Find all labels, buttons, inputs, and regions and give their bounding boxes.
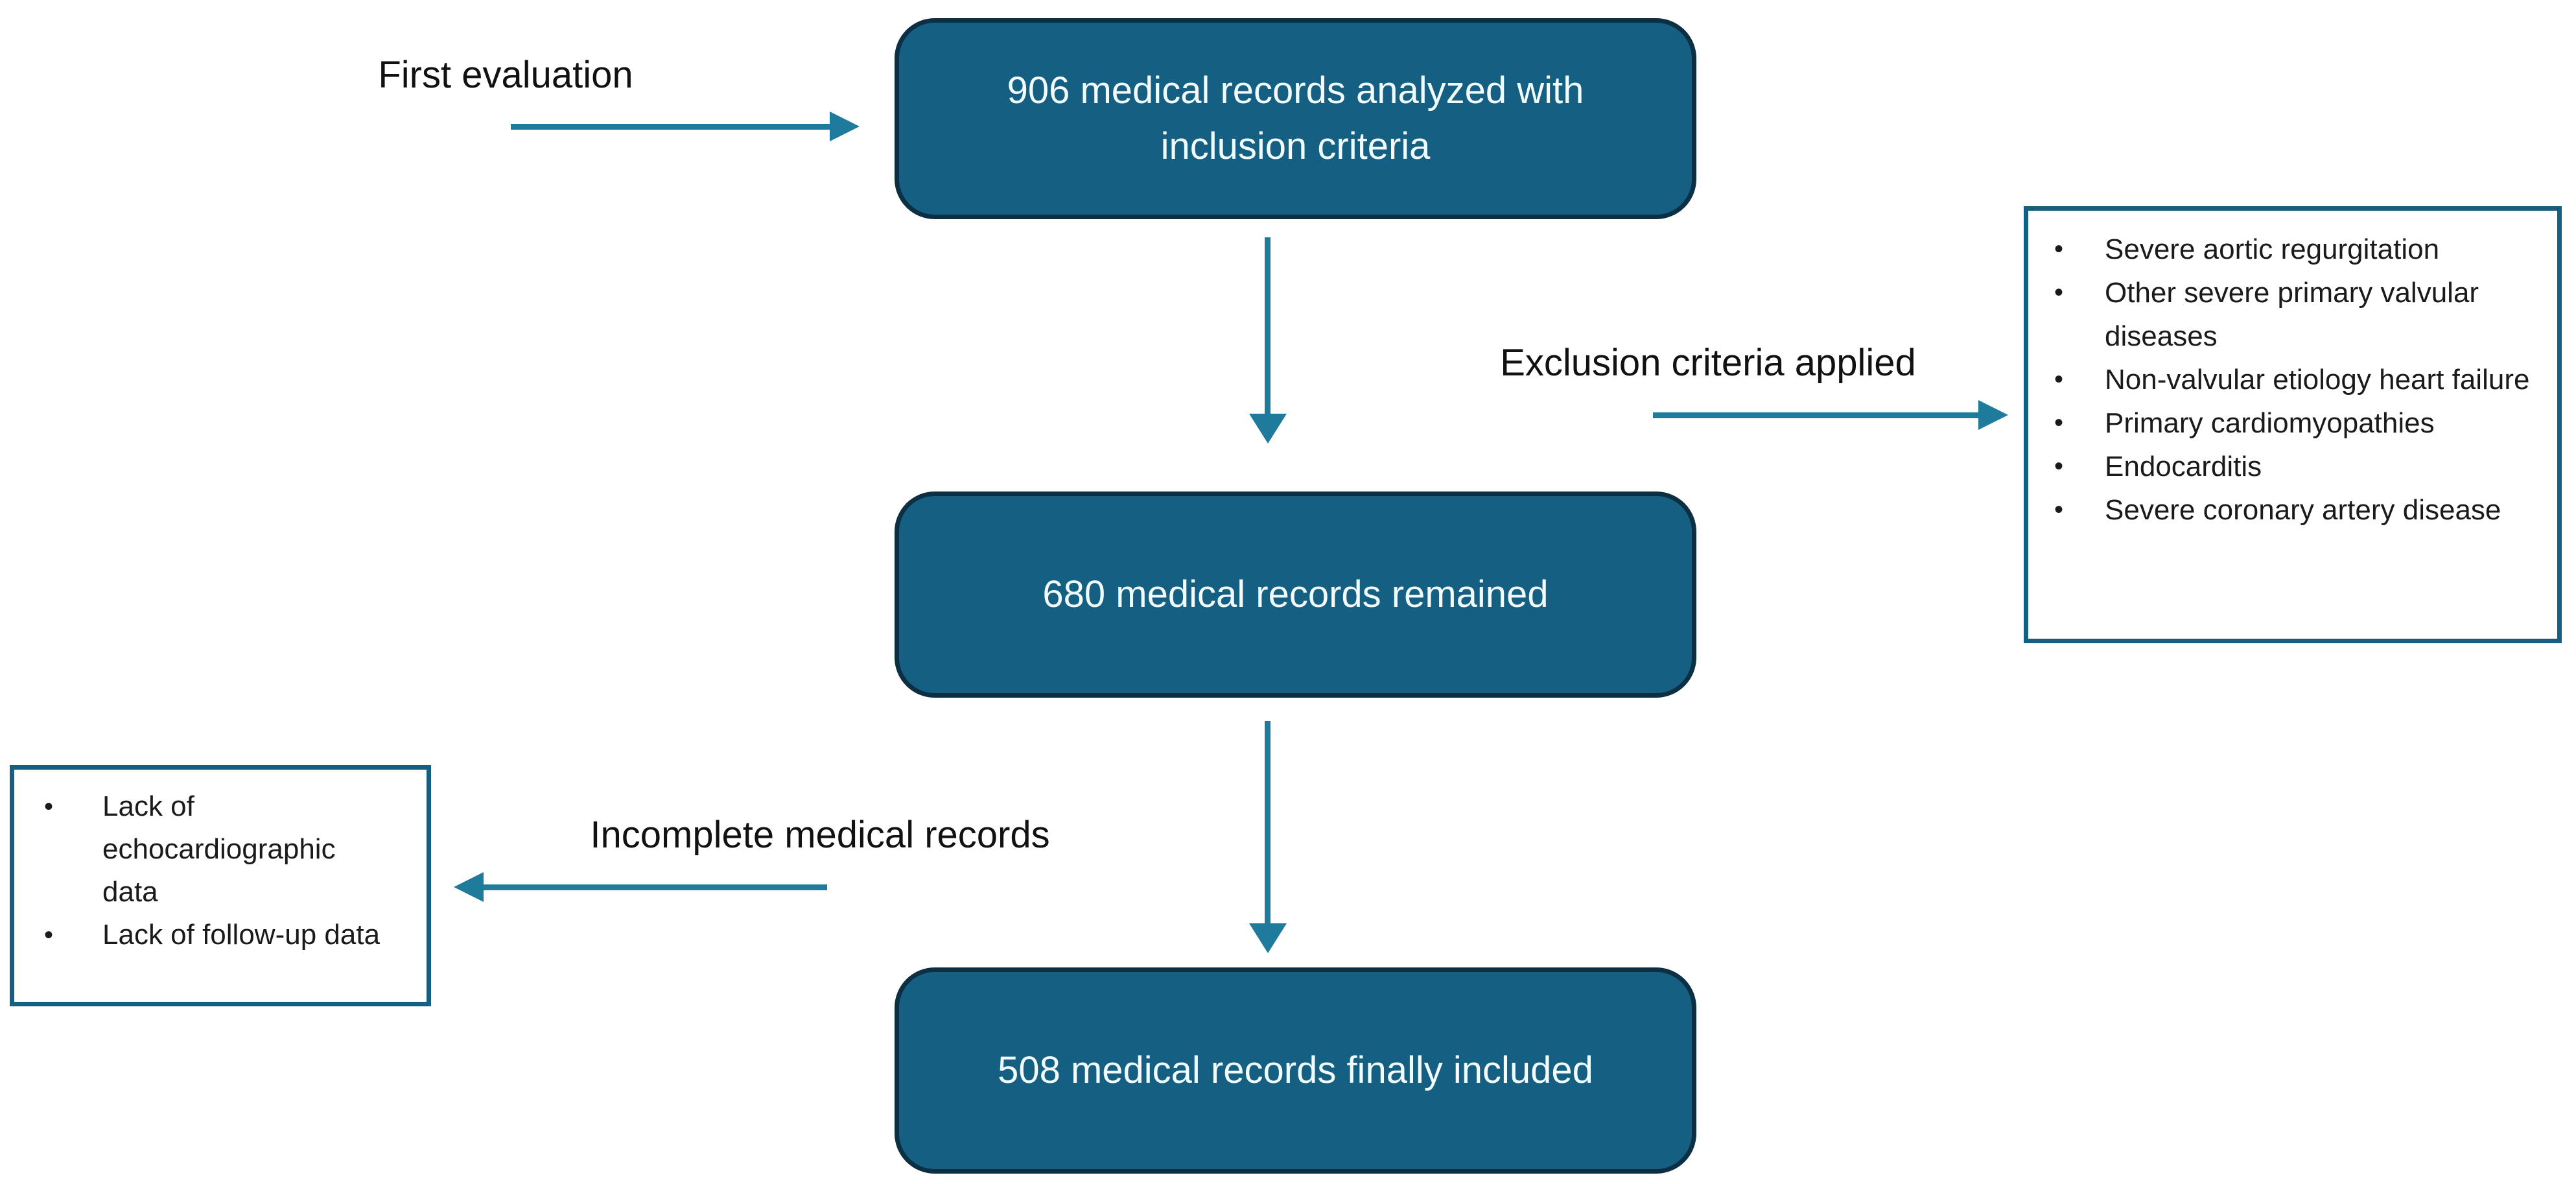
arrow-down-icon bbox=[1249, 414, 1287, 444]
arrow-first-evaluation-shaft bbox=[511, 124, 830, 130]
list-item: Primary cardiomyopathies bbox=[2028, 401, 2539, 445]
list-item: Lack of follow-up data bbox=[14, 914, 389, 956]
node-records-analyzed-text: 906 medical records analyzed with inclus… bbox=[1007, 69, 1584, 167]
arrow-left-icon bbox=[454, 872, 484, 902]
list-item: Severe coronary artery disease bbox=[2028, 488, 2539, 532]
arrow-exclusion-shaft bbox=[1653, 412, 1978, 418]
node-records-remained-text: 680 medical records remained bbox=[1042, 573, 1549, 615]
node-records-analyzed: 906 medical records analyzed with inclus… bbox=[895, 18, 1696, 219]
incomplete-reasons-list: Lack of echocardiographic data Lack of f… bbox=[14, 770, 427, 956]
arrow-remained-to-included-shaft bbox=[1265, 721, 1270, 923]
list-item: Non-valvular etiology heart failure bbox=[2028, 358, 2539, 401]
arrow-right-icon bbox=[830, 112, 860, 141]
node-records-included-text: 508 medical records finally included bbox=[998, 1049, 1593, 1091]
list-item: Endocarditis bbox=[2028, 445, 2539, 488]
exclusion-criteria-box: Severe aortic regurgitation Other severe… bbox=[2024, 206, 2562, 643]
arrow-analyzed-to-remained-shaft bbox=[1265, 237, 1270, 414]
list-item: Lack of echocardiographic data bbox=[14, 785, 389, 914]
arrow-right-icon bbox=[1978, 400, 2008, 430]
node-records-remained: 680 medical records remained bbox=[895, 491, 1696, 698]
label-first-evaluation: First evaluation bbox=[378, 54, 633, 96]
label-incomplete-medical-records: Incomplete medical records bbox=[590, 814, 1050, 856]
node-records-included: 508 medical records finally included bbox=[895, 967, 1696, 1174]
list-item: Severe aortic regurgitation bbox=[2028, 228, 2539, 271]
arrow-down-icon bbox=[1249, 923, 1287, 953]
label-exclusion-criteria-applied: Exclusion criteria applied bbox=[1500, 342, 1916, 384]
list-item: Other severe primary valvular diseases bbox=[2028, 271, 2539, 358]
exclusion-criteria-list: Severe aortic regurgitation Other severe… bbox=[2028, 211, 2557, 532]
incomplete-reasons-box: Lack of echocardiographic data Lack of f… bbox=[10, 765, 431, 1006]
arrow-incomplete-shaft bbox=[484, 884, 827, 890]
